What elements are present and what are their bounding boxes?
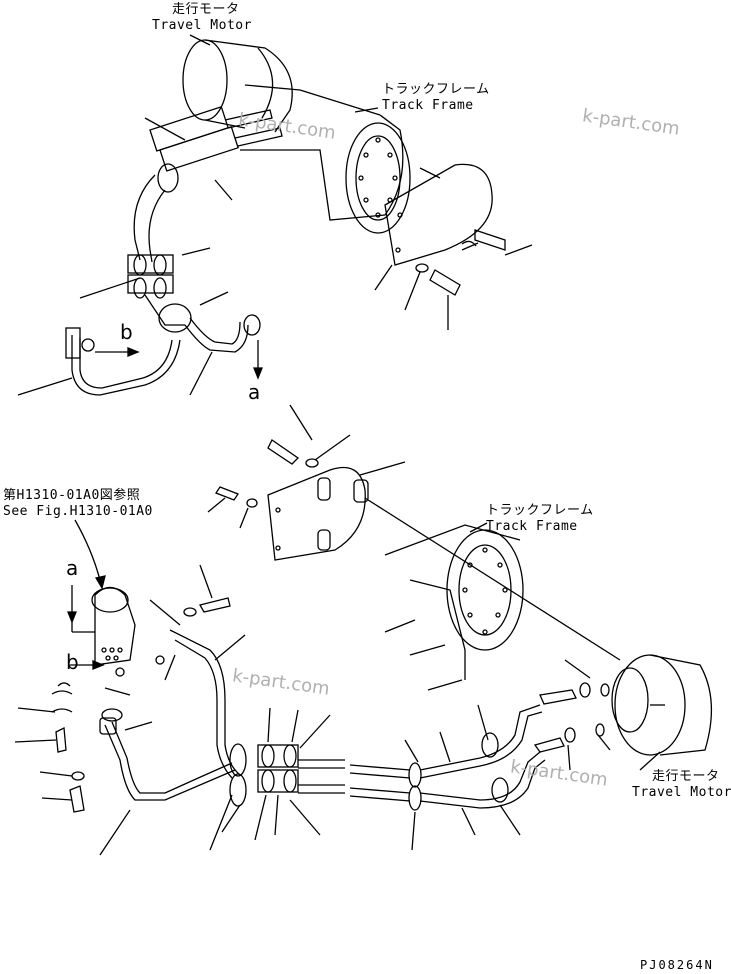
travel-motor-bottom <box>611 654 713 756</box>
fittings-bottom <box>533 682 610 753</box>
track-frame-bottom-label-jp: トラックフレーム <box>486 503 594 518</box>
leader-lines-top <box>17 117 533 396</box>
bolts-top <box>415 229 506 296</box>
callout-b-top: b <box>120 320 133 344</box>
callout-a-bottom: a <box>66 556 79 580</box>
clamp-assembly-bottom <box>229 704 546 811</box>
leader-lines-bottom <box>14 404 611 856</box>
travel-motor-bottom-label-en: Travel Motor <box>632 785 731 800</box>
arrow-b-top <box>95 347 140 357</box>
hose-a-top <box>184 314 261 353</box>
bracket-plate-bottom <box>267 466 369 561</box>
see-fig-label-en: See Fig.H1310-01A0 <box>3 504 153 519</box>
track-frame-bottom-label-en: Track Frame <box>486 519 578 534</box>
figure-code: PJ08264N <box>640 958 714 972</box>
hose-bottom-left <box>99 629 241 801</box>
track-frame-top-label-jp: トラックフレーム <box>382 82 490 97</box>
arrow-a-top <box>253 340 263 380</box>
travel-motor-bottom-label-jp: 走行モータ <box>652 769 720 784</box>
cover-plate-top <box>384 163 493 266</box>
travel-motor-top-label-jp: 走行モータ <box>172 2 240 17</box>
callout-a-top: a <box>248 380 261 404</box>
track-frame-top-label-en: Track Frame <box>382 98 474 113</box>
hose-clamp-assembly-top <box>127 106 283 333</box>
bolts-bottom <box>183 439 319 617</box>
arrow-a-bottom <box>67 585 95 633</box>
see-fig-label-jp: 第H1310-01A0図参照 <box>3 488 141 503</box>
arrow-b-bottom <box>70 660 105 670</box>
valve-block-bottom <box>51 586 165 813</box>
track-frame-top <box>240 89 411 234</box>
callout-b-bottom: b <box>66 650 79 674</box>
label-leader-lines <box>189 34 661 771</box>
see-fig-arrow <box>74 519 106 590</box>
hose-b-top <box>65 327 181 396</box>
track-frame-bottom <box>364 497 621 680</box>
travel-motor-top-label-en: Travel Motor <box>152 18 252 33</box>
